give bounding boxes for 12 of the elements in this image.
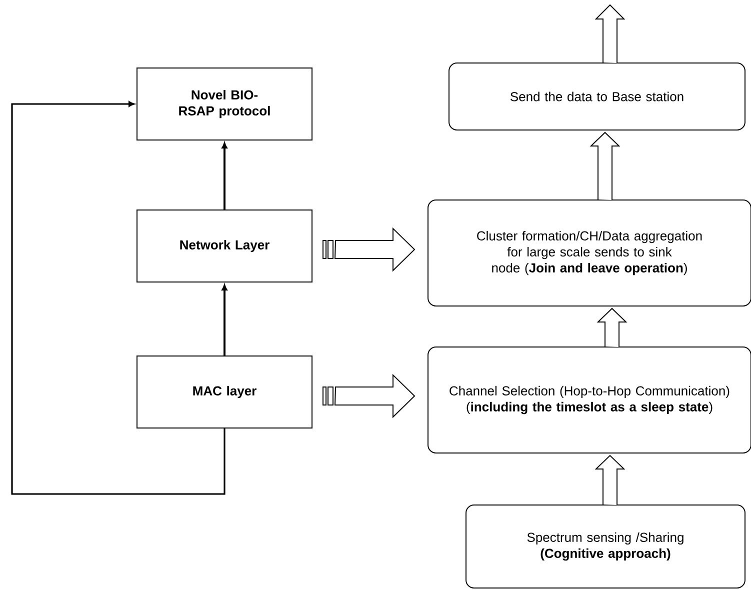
block-arrow: [322, 374, 416, 418]
process-box: Channel Selection (Hop-to-Hop Communication) (including the timeslot as a sleep state): [428, 346, 751, 454]
arrow: [222, 142, 228, 210]
feedback-arrow: [11, 101, 226, 495]
process-box: Cluster formation/CH/Data aggregation for large scale sends to sink node (Join and leave operation): [428, 200, 751, 306]
layer-box: MAC layer: [136, 356, 312, 428]
block-arrow: [322, 227, 416, 272]
process-box: Send the data to Base station: [448, 62, 746, 130]
process-box: Spectrum sensing /Sharing (Cognitive approach): [466, 504, 746, 588]
arrow: [222, 284, 228, 356]
layer-box: Novel BIO-RSAP protocol: [136, 68, 312, 140]
layer-box: Network Layer: [136, 210, 312, 282]
